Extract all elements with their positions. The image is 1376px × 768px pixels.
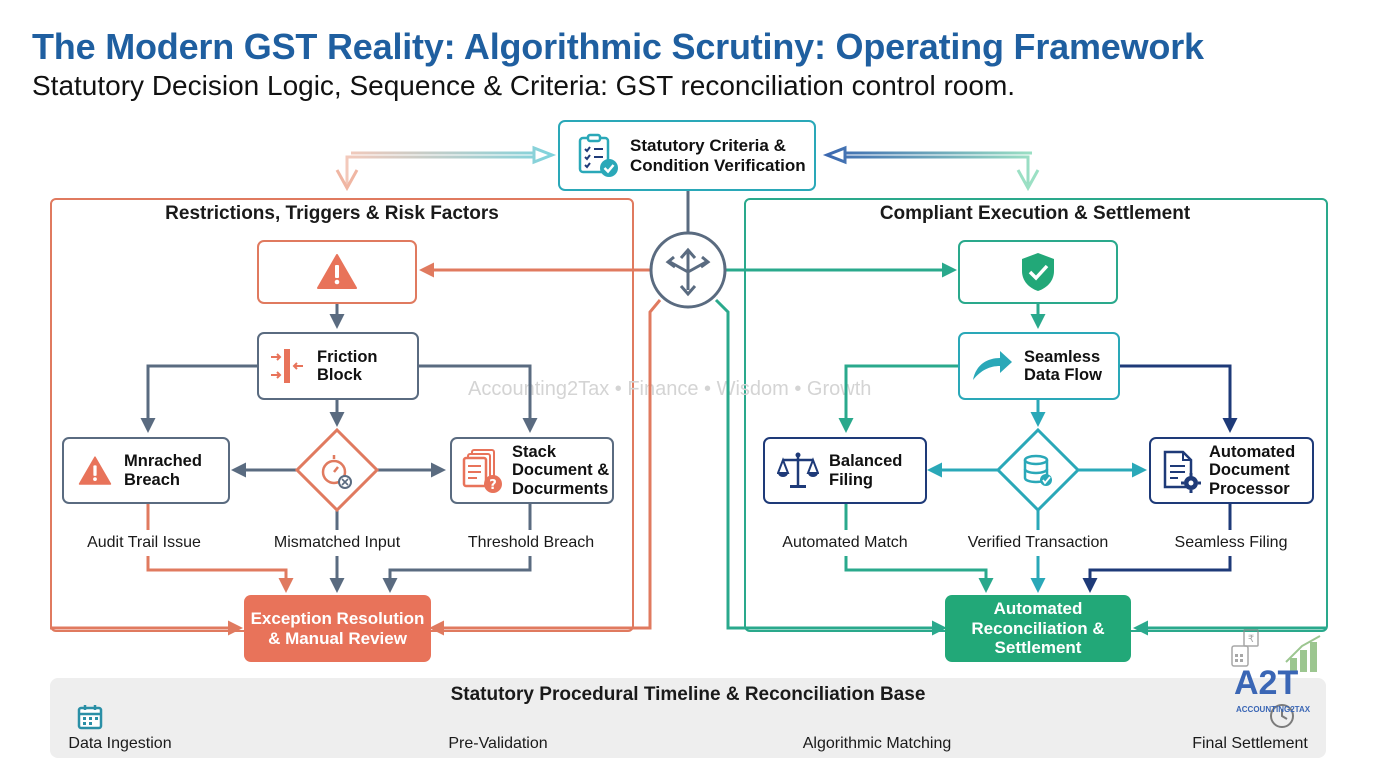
criteria-verification-box: Statutory Criteria & Condition Verificat… — [558, 120, 816, 191]
hub-to-settlement-line — [714, 298, 947, 636]
friction-block-label: Friction Block — [317, 347, 378, 384]
exception-resolution-box: Exception Resolution & Manual Review — [244, 595, 431, 662]
timeline-label-final-settlement: Final Settlement — [1192, 735, 1308, 752]
risk-alert-box — [257, 240, 417, 304]
balanced-filing-label: Balanced Filing — [829, 452, 903, 489]
timeline-title: Statutory Procedural Timeline & Reconcil… — [450, 684, 926, 705]
balance-scale-icon — [777, 451, 819, 491]
automated-document-label: Automated Document Processor — [1209, 442, 1296, 498]
seamless-data-flow-label: Seamless Data Flow — [1024, 347, 1102, 384]
svg-text:?: ? — [489, 478, 497, 493]
document-gear-icon — [1161, 449, 1201, 493]
stack-document-box: ? Stack Document & Docurments — [450, 437, 614, 504]
compliance-shield-box — [958, 240, 1118, 304]
balanced-filing-box: Balanced Filing — [763, 437, 927, 504]
page-title: The Modern GST Reality: Algorithmic Scru… — [32, 26, 1204, 67]
audit-trail-caption: Audit Trail Issue — [87, 534, 201, 551]
breach-warning-icon — [78, 455, 112, 487]
timeline-label-data-ingestion: Data Ingestion — [68, 735, 172, 752]
timeline-label-algorithmic-matching: Algorithmic Matching — [802, 735, 952, 752]
risk-panel-title: Restrictions, Triggers & Risk Factors — [165, 203, 499, 224]
automated-document-box: Automated Document Processor — [1149, 437, 1314, 504]
shield-check-icon — [1020, 251, 1056, 293]
timeline-label-pre-validation: Pre-Validation — [448, 735, 548, 752]
breach-node-box: Mnrached Breach — [62, 437, 230, 504]
hub-to-exception-line — [429, 299, 662, 636]
mismatched-input-caption: Mismatched Input — [273, 534, 401, 551]
mismatch-decision-node — [294, 427, 380, 513]
automated-settlement-box: Automated Reconciliation & Settlement — [945, 595, 1131, 662]
decision-hub-icon — [649, 231, 727, 309]
compliance-panel-title: Compliant Execution & Settlement — [879, 203, 1191, 224]
seamless-filing-caption: Seamless Filing — [1174, 534, 1288, 551]
friction-block-icon — [269, 347, 305, 385]
top-left-flow-arrow — [335, 145, 557, 192]
flow-arrow-icon — [970, 348, 1014, 384]
automated-match-caption: Automated Match — [782, 534, 908, 551]
threshold-breach-caption: Threshold Breach — [467, 534, 595, 551]
page-subtitle: Statutory Decision Logic, Sequence & Cri… — [32, 70, 1016, 101]
svg-text:₹: ₹ — [1248, 634, 1254, 645]
checklist-icon — [576, 133, 620, 179]
verification-decision-node — [995, 427, 1081, 513]
verified-transaction-caption: Verified Transaction — [967, 534, 1109, 551]
logo-subtext: ACCOUNTING2TAX — [1236, 705, 1311, 714]
document-stack-icon: ? — [462, 448, 504, 494]
breach-node-label: Mnrached Breach — [124, 452, 202, 489]
brand-logo: ₹ — [1228, 628, 1328, 732]
seamless-data-flow-box: Seamless Data Flow — [958, 332, 1120, 400]
logo-text: A2T — [1234, 664, 1299, 702]
top-right-flow-arrow — [822, 145, 1040, 192]
stack-document-label: Stack Document & Docurments — [512, 442, 610, 498]
watermark: Accounting2Tax • Finance • Wisdom • Grow… — [468, 378, 872, 400]
warning-triangle-icon — [316, 253, 358, 291]
criteria-verification-label: Statutory Criteria & Condition Verificat… — [630, 136, 806, 175]
timeline-panel — [50, 678, 1326, 758]
friction-block-box: Friction Block — [257, 332, 419, 400]
calendar-icon — [76, 703, 106, 738]
